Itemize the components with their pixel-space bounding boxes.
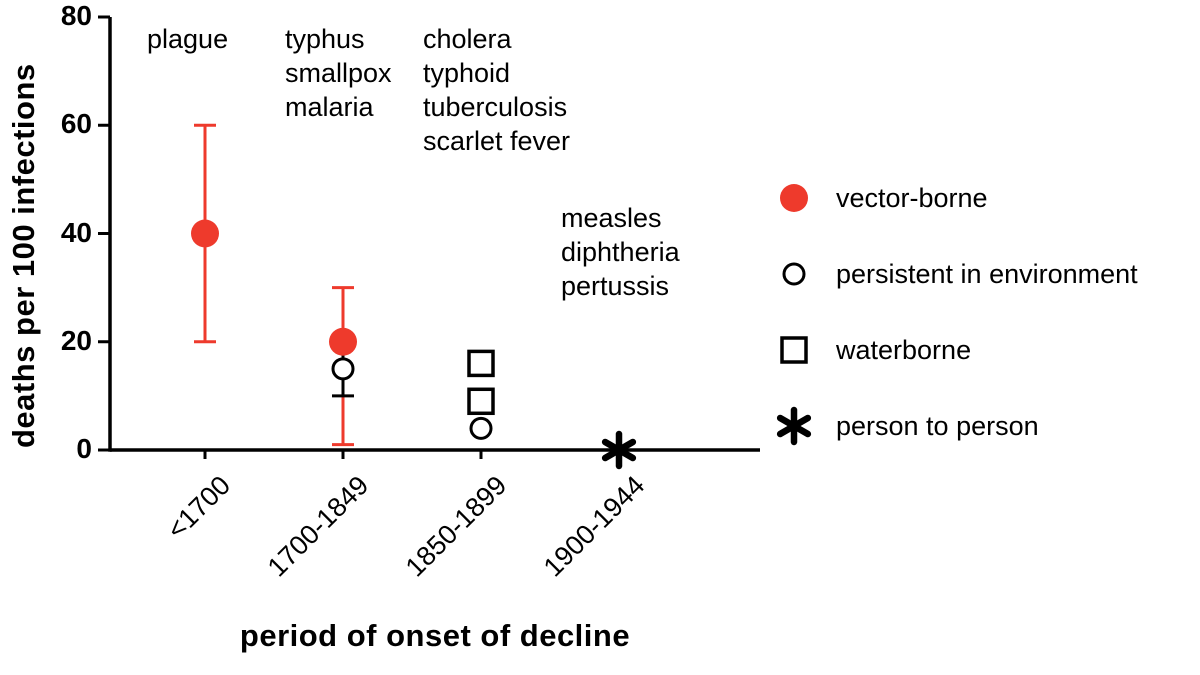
annotation-line: tuberculosis (423, 92, 568, 123)
legend-label: person to person (836, 410, 1039, 441)
asterisk-marker (601, 438, 637, 462)
open-circle-icon (782, 262, 806, 286)
x-axis-title: period of onset of decline (239, 618, 631, 653)
open-circle-marker (782, 262, 806, 286)
open-square-marker (467, 387, 495, 416)
annotation-line: typhus (285, 24, 365, 55)
disease-annotation: plague (147, 22, 228, 56)
open-square-marker (780, 336, 808, 364)
open-square-marker (467, 349, 495, 378)
legend: vector-borne persistent in environment wat… (772, 176, 1138, 448)
legend-item: person to person (772, 404, 1138, 448)
legend-label: vector-borne (836, 182, 988, 213)
asterisk-marker (776, 414, 812, 438)
open-circle-marker (469, 416, 493, 440)
filled-circle-marker (329, 327, 357, 356)
y-tick-label: 80 (60, 0, 92, 31)
annotation-line: malaria (285, 92, 374, 123)
y-tick-label: 20 (60, 324, 92, 356)
annotation-line: plague (147, 24, 229, 55)
legend-item: persistent in environment (772, 252, 1138, 296)
legend-label: waterborne (836, 334, 972, 365)
filled-circle-marker (780, 184, 808, 212)
y-tick-label: 0 (76, 433, 92, 464)
annotation-line: cholera (423, 24, 512, 55)
y-tick-label: 40 (60, 216, 92, 248)
legend-label: persistent in environment (836, 258, 1138, 289)
open-circle-marker (331, 357, 355, 381)
legend-item: vector-borne (772, 176, 1138, 220)
y-tick-label: 60 (60, 108, 92, 140)
open-square-icon (780, 336, 808, 364)
annotation-line: diphtheria (561, 237, 680, 268)
annotation-line: typhoid (423, 58, 511, 89)
annotation-line: scarlet fever (423, 126, 571, 157)
annotation-line: pertussis (561, 271, 670, 302)
filled-circle-marker (191, 219, 219, 248)
asterisk-icon (776, 406, 812, 446)
annotation-line: smallpox (285, 58, 392, 89)
annotation-line: measles (561, 203, 662, 234)
filled-circle-icon (780, 184, 808, 212)
legend-item: waterborne (772, 328, 1138, 372)
